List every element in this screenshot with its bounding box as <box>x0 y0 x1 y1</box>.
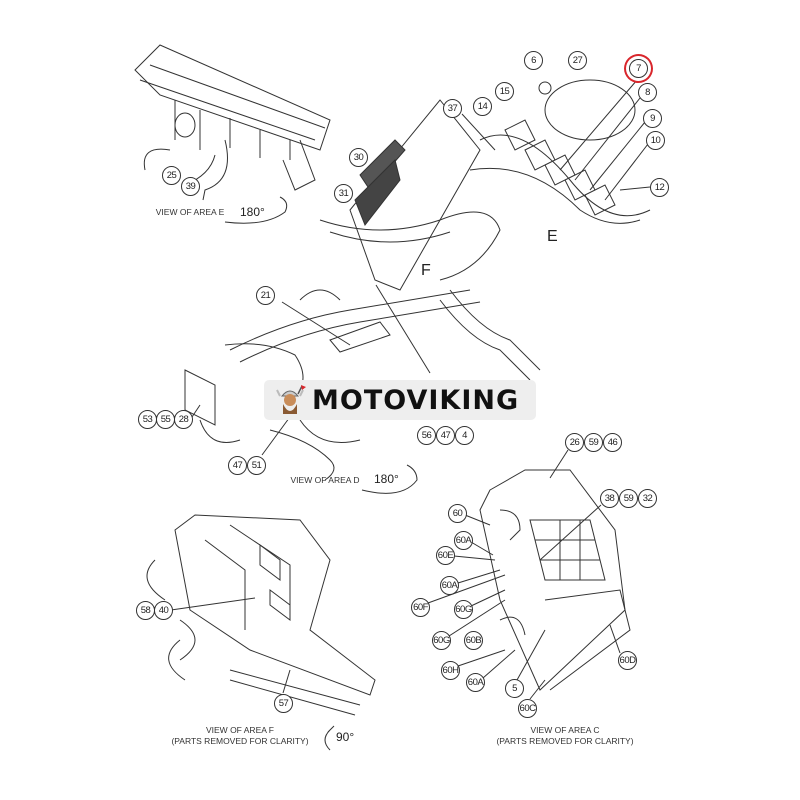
part-callout: 60F <box>411 598 430 617</box>
area-letter-f: F <box>421 262 431 279</box>
caption-view-d: VIEW OF AREA D <box>290 475 360 485</box>
part-callout: 60C <box>518 699 537 718</box>
part-callout: 12 <box>650 178 669 197</box>
part-callout: 21 <box>256 286 275 305</box>
part-callout: 5 <box>505 679 524 698</box>
part-callout: 60 <box>448 504 467 523</box>
part-callout: 56 <box>417 426 436 445</box>
rotation-view-d: 180° <box>374 472 399 486</box>
view-f-drawing <box>146 514 376 716</box>
motoviking-watermark: MOTOVIKING <box>264 380 536 420</box>
main-harness-drawing <box>184 79 651 481</box>
part-callout: 60E <box>436 546 455 565</box>
part-callout: 9 <box>643 109 662 128</box>
part-callout: 60D <box>618 651 637 670</box>
caption-view-c: VIEW OF AREA C (PARTS REMOVED FOR CLARIT… <box>496 725 633 747</box>
caption-view-c-note: (PARTS REMOVED FOR CLARITY) <box>496 736 634 746</box>
part-callout: 47 <box>228 456 247 475</box>
part-callout: 60G <box>432 631 451 650</box>
part-callout: 32 <box>638 489 657 508</box>
part-callout: 53 <box>138 410 157 429</box>
part-callout: 30 <box>349 148 368 167</box>
part-callout: 60A <box>440 576 459 595</box>
part-callout: 39 <box>181 177 200 196</box>
area-letter-e: E <box>547 228 558 245</box>
part-callout: 55 <box>156 410 175 429</box>
part-callout: 60A <box>466 673 485 692</box>
part-callout: 6 <box>524 51 543 70</box>
part-callout: 58 <box>136 601 155 620</box>
rotation-view-e: 180° <box>240 205 265 219</box>
rotation-arrow-e <box>224 196 288 224</box>
part-callout: 47 <box>436 426 455 445</box>
part-callout: 40 <box>154 601 173 620</box>
part-callout: 59 <box>584 433 603 452</box>
part-callout: 7 <box>629 59 648 78</box>
rotation-arrow-f <box>324 725 335 751</box>
caption-view-f-note: (PARTS REMOVED FOR CLARITY) <box>171 736 309 746</box>
part-callout: 10 <box>646 131 665 150</box>
part-callout: 37 <box>443 99 462 118</box>
part-callout: 60H <box>441 661 460 680</box>
viking-mascot-icon <box>276 385 306 414</box>
rotation-arrow-d <box>361 464 418 494</box>
view-e-drawing <box>134 44 331 201</box>
part-callout: 60G <box>454 600 473 619</box>
caption-view-c-title: VIEW OF AREA C <box>530 725 600 735</box>
part-callout: 57 <box>274 694 293 713</box>
part-callout: 8 <box>638 83 657 102</box>
part-callout: 51 <box>247 456 266 475</box>
rotation-view-f: 90° <box>336 730 355 744</box>
part-callout: 15 <box>495 82 514 101</box>
part-callout: 14 <box>473 97 492 116</box>
part-callout: 25 <box>162 166 181 185</box>
part-callout: 59 <box>619 489 638 508</box>
caption-view-e: VIEW OF AREA E <box>155 207 225 217</box>
part-callout: 60B <box>464 631 483 650</box>
view-c-drawing <box>427 449 631 700</box>
part-callout: 46 <box>603 433 622 452</box>
caption-view-f-title: VIEW OF AREA F <box>205 725 274 735</box>
part-callout: 38 <box>600 489 619 508</box>
part-callout: 31 <box>334 184 353 203</box>
part-callout: 60A <box>454 531 473 550</box>
part-callout: 28 <box>174 410 193 429</box>
watermark-text: MOTOVIKING <box>312 384 520 416</box>
part-callout: 4 <box>455 426 474 445</box>
part-callout: 26 <box>565 433 584 452</box>
part-callout: 27 <box>568 51 587 70</box>
caption-view-f: VIEW OF AREA F (PARTS REMOVED FOR CLARIT… <box>171 725 308 747</box>
